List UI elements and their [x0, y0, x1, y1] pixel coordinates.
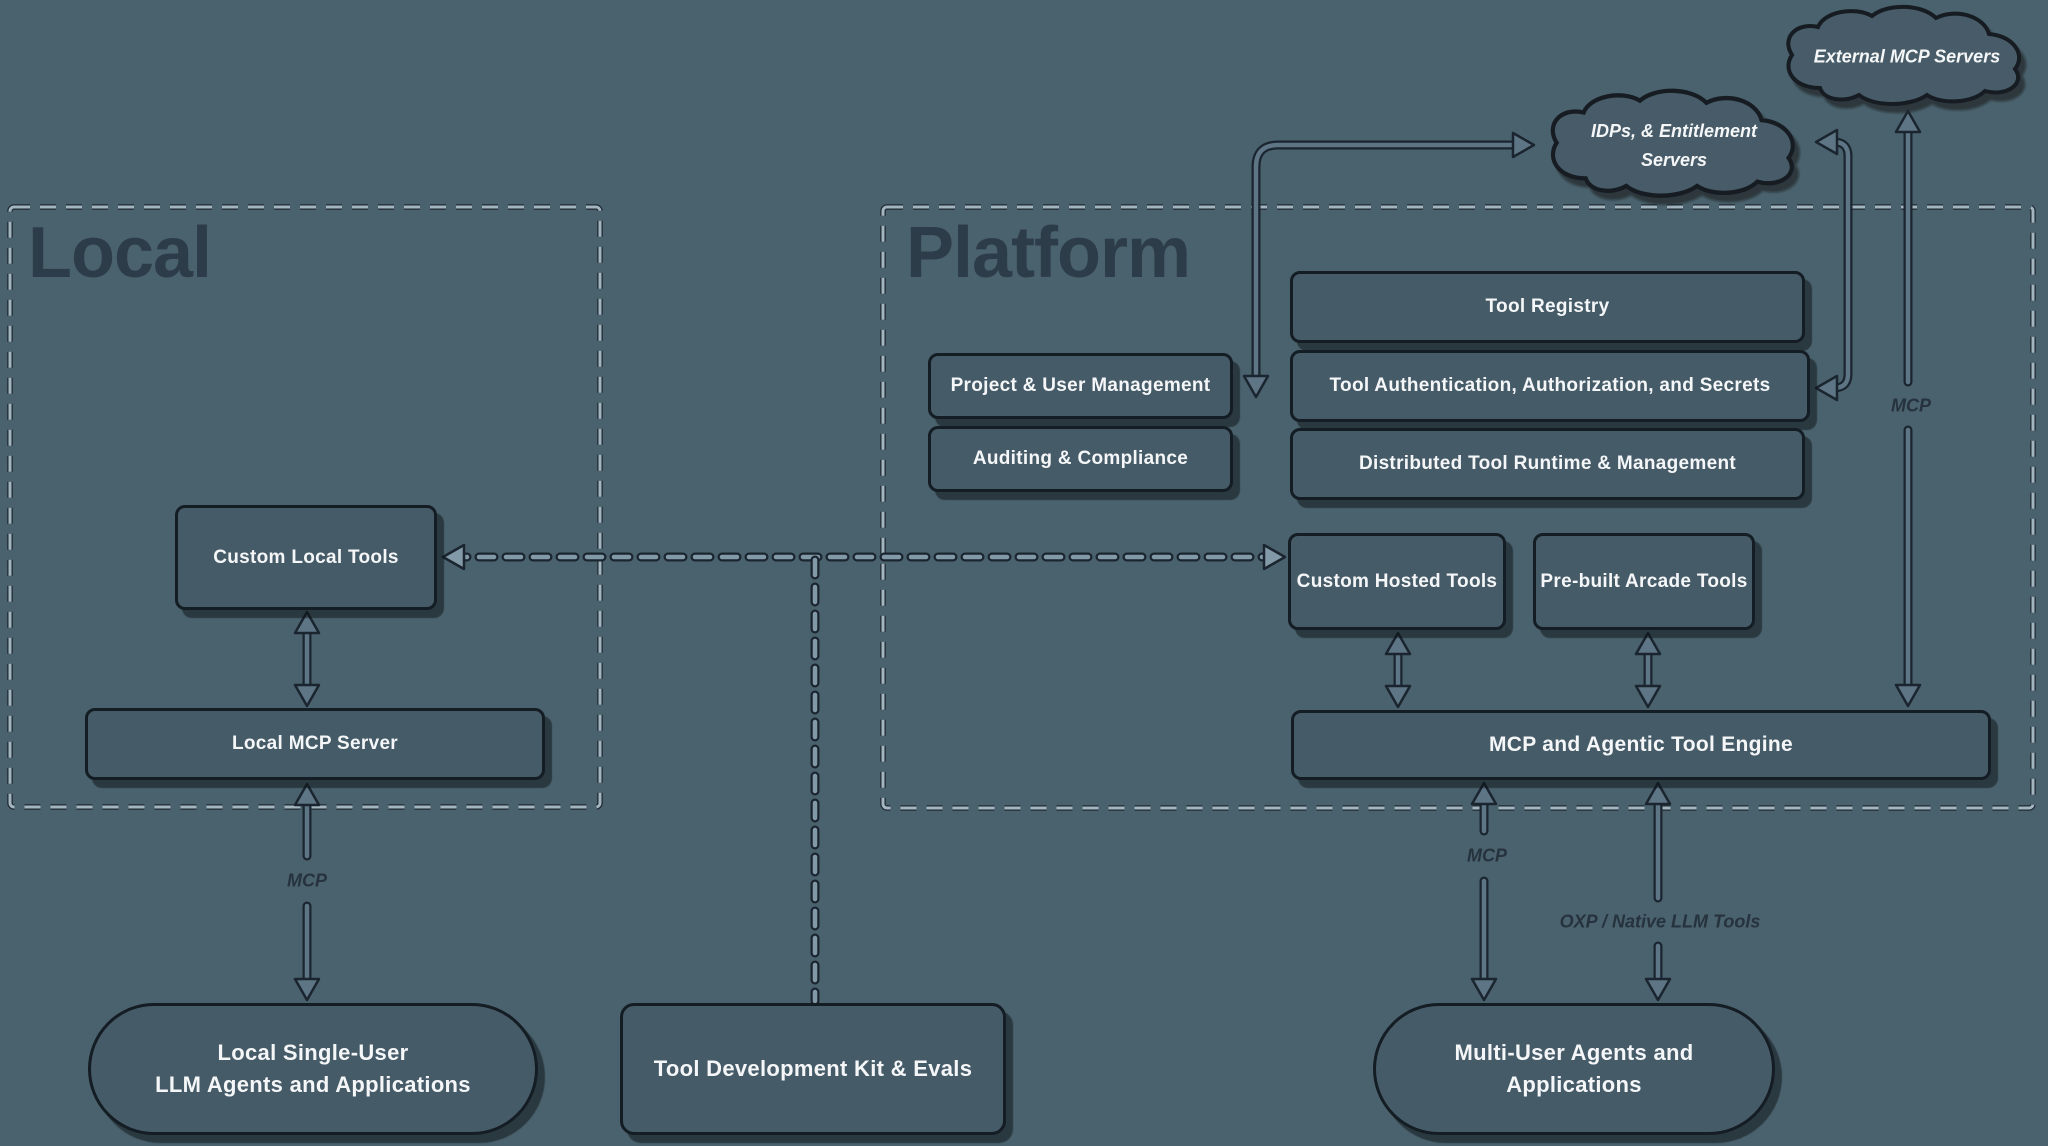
node-label: Distributed Tool Runtime & Management: [1358, 453, 1737, 475]
node-label: MCP and Agentic Tool Engine: [1488, 732, 1794, 756]
edge-engine-multi-mcp: [1470, 781, 1498, 1002]
idps-cloud-label: IDPs, & Entitlement Servers: [1591, 117, 1757, 175]
node-label: Tool Authentication, Authorization, and …: [1329, 375, 1771, 397]
node-multi-user-agents: Multi-User Agents and Applications: [1373, 1003, 1775, 1135]
edge-tdk-dashed-connector: [441, 543, 1287, 1006]
node-label: Custom Hosted Tools: [1296, 570, 1498, 592]
node-mcp-agentic-tool-engine: MCP and Agentic Tool Engine: [1291, 710, 1991, 780]
edge-label-oxp: OXP / Native LLM Tools: [1553, 910, 1767, 934]
edge-label-mcp-external: MCP: [1885, 394, 1937, 418]
platform-zone-title: Platform: [906, 213, 1191, 293]
external-mcp-servers-cloud: [1786, 4, 2022, 106]
node-prebuilt-arcade-tools: Pre-built Arcade Tools: [1533, 533, 1755, 630]
node-label: Custom Local Tools: [213, 546, 399, 568]
node-tool-development-kit: Tool Development Kit & Evals: [620, 1003, 1006, 1135]
node-label-line2: LLM Agents and Applications: [155, 1072, 471, 1097]
edge-custom-hosted-engine: [1384, 631, 1412, 709]
edge-engine-external-mcp: [1894, 109, 1922, 708]
node-tool-auth: Tool Authentication, Authorization, and …: [1290, 350, 1810, 422]
node-label: Pre-built Arcade Tools: [1540, 570, 1748, 592]
edge-label-mcp-local: MCP: [281, 869, 333, 893]
local-zone-title: Local: [28, 213, 212, 293]
node-label: Tool Registry: [1485, 296, 1610, 318]
node-custom-hosted-tools: Custom Hosted Tools: [1288, 533, 1506, 630]
node-project-user-management: Project & User Management: [928, 353, 1233, 419]
node-label: Tool Development Kit & Evals: [653, 1056, 973, 1082]
node-custom-local-tools: Custom Local Tools: [175, 505, 437, 610]
edge-prebuilt-engine: [1634, 631, 1662, 709]
node-tool-runtime: Distributed Tool Runtime & Management: [1290, 428, 1805, 500]
idps-cloud-label-line1: IDPs, & Entitlement: [1590, 121, 1758, 142]
idps-cloud-label-line2: Servers: [1640, 150, 1708, 170]
node-auditing-compliance: Auditing & Compliance: [928, 426, 1233, 492]
edge-platform-idps-left: [1242, 131, 1536, 399]
node-label-line1: Local Single-User: [217, 1040, 409, 1066]
node-tool-registry: Tool Registry: [1290, 271, 1805, 343]
edge-local-mcp-local-agents: [293, 782, 321, 1002]
edge-label-mcp-multi: MCP: [1461, 844, 1513, 868]
node-label-line2: Applications: [1506, 1072, 1642, 1097]
idps-entitlement-cloud: [1550, 88, 1795, 198]
edge-idps-tool-auth-right: [1814, 128, 1853, 402]
node-label: Auditing & Compliance: [972, 448, 1189, 470]
node-label-line1: Multi-User Agents and: [1454, 1040, 1694, 1066]
local-container-border: [7, 204, 603, 810]
node-local-mcp-server: Local MCP Server: [85, 708, 545, 780]
node-label: Project & User Management: [950, 375, 1211, 397]
platform-container-border: [880, 204, 2036, 811]
node-local-single-user-agents: Local Single-User LLM Agents and Applica…: [88, 1003, 538, 1135]
edge-engine-multi-oxp: [1644, 781, 1672, 1002]
edge-custom-local-local-mcp: [293, 610, 321, 708]
node-label: Local MCP Server: [231, 733, 399, 755]
external-mcp-cloud-label: External MCP Servers: [1813, 46, 2001, 67]
